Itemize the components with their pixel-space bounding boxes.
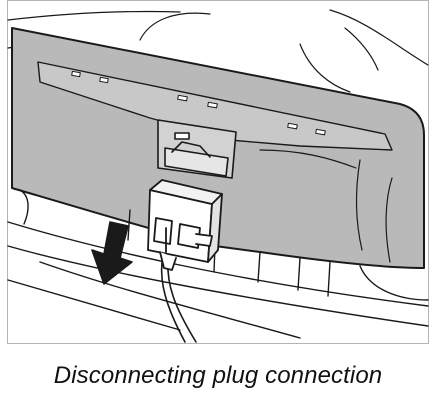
socket xyxy=(157,119,237,179)
dash-strip xyxy=(7,189,429,339)
arrow-down-icon xyxy=(91,221,133,285)
panel-lower-lines xyxy=(259,149,393,263)
figure-caption: Disconnecting plug connection xyxy=(53,362,383,389)
illustration xyxy=(7,0,429,344)
plug xyxy=(147,179,223,271)
panel-slots xyxy=(71,70,326,136)
